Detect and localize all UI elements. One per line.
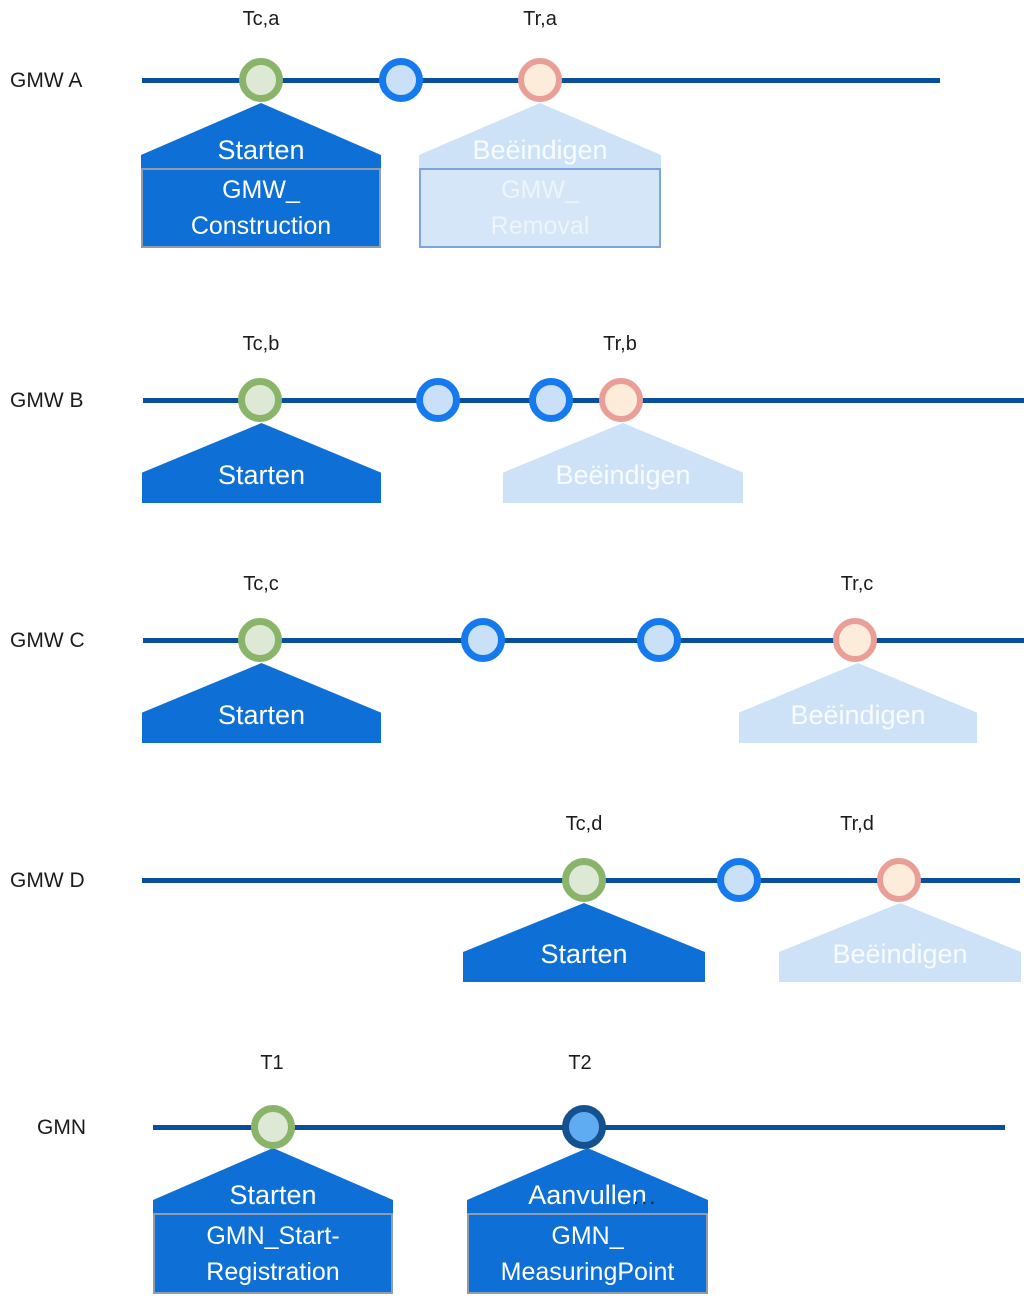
event-measuringpoint-gmn	[562, 1105, 606, 1149]
event-intermediate-gmw-a	[379, 58, 423, 102]
box-line: MeasuringPoint	[500, 1257, 675, 1286]
action-label: Beëindigen	[832, 939, 968, 969]
row-label-gmw-a: GMW A	[10, 69, 83, 92]
action-label: Starten	[540, 939, 628, 969]
action-starten-gmw-b: Starten	[142, 423, 381, 503]
action-label: Starten	[217, 700, 306, 730]
event-intermediate-2-gmw-c	[637, 618, 681, 662]
time-label-tcc: Tc,c	[243, 573, 279, 595]
action-starten-gmn: Starten	[153, 1148, 393, 1213]
event-intermediate-1-gmw-b	[416, 378, 460, 422]
event-removal-gmw-a	[518, 58, 562, 102]
event-construction-gmw-b	[238, 378, 282, 422]
timeline-gmw-b	[143, 398, 1024, 403]
event-construction-gmw-d	[562, 858, 606, 902]
box-line: GMN_Start-	[206, 1221, 340, 1250]
action-label: Beëindigen	[472, 135, 608, 165]
box-line: Registration	[206, 1257, 340, 1286]
event-start-gmn	[251, 1105, 295, 1149]
time-label-tcb: Tc,b	[242, 333, 280, 355]
box-line: GMW_	[222, 176, 300, 204]
action-aanvullen-gmn: Aanvullen	[467, 1148, 708, 1213]
row-label-gmw-c: GMW C	[10, 629, 85, 652]
action-beeindigen-gmw-c: Beëindigen	[739, 663, 977, 743]
action-starten-gmw-a: Starten	[141, 103, 381, 168]
timeline-gmw-c	[143, 638, 1024, 643]
row-label-gmw-d: GMW D	[10, 869, 85, 892]
action-label: Beëindigen	[790, 700, 926, 730]
box-line: Construction	[190, 212, 332, 240]
action-starten-gmw-c: Starten	[142, 663, 381, 743]
box-line: GMN_	[551, 1221, 624, 1250]
action-beeindigen-gmw-a: Beëindigen	[419, 103, 661, 168]
box-line: Removal	[490, 212, 590, 240]
event-removal-gmw-d	[877, 858, 921, 902]
event-intermediate-2-gmw-b	[529, 378, 573, 422]
time-label-t2: T2	[568, 1052, 592, 1074]
action-beeindigen-gmw-d: Beëindigen	[779, 903, 1021, 982]
time-label-trb: Tr,b	[603, 333, 637, 355]
more-events-ellipsis: ...	[633, 1184, 658, 1209]
event-intermediate-gmw-d	[717, 858, 761, 902]
time-label-tca: Tc,a	[242, 8, 280, 30]
time-label-tra: Tr,a	[523, 8, 557, 30]
event-construction-gmw-a	[239, 58, 283, 102]
time-label-trc: Tr,c	[840, 573, 874, 595]
box-gmw-removal: GMW_ Removal	[419, 168, 661, 248]
action-label: Starten	[229, 1180, 317, 1210]
box-line: GMW_	[501, 176, 579, 204]
action-label: Starten	[217, 135, 305, 165]
row-label-gmw-b: GMW B	[10, 389, 84, 412]
action-label: Beëindigen	[555, 460, 691, 490]
event-intermediate-1-gmw-c	[461, 618, 505, 662]
box-gmw-construction: GMW_ Construction	[141, 168, 381, 248]
event-construction-gmw-c	[238, 618, 282, 662]
time-label-t1: T1	[260, 1052, 284, 1074]
box-gmn-start-registration: GMN_Start- Registration	[153, 1213, 393, 1294]
row-label-gmn: GMN	[37, 1116, 86, 1139]
box-gmn-measuringpoint: GMN_ MeasuringPoint	[467, 1213, 708, 1294]
action-starten-gmw-d: Starten	[463, 903, 705, 982]
event-removal-gmw-c	[833, 618, 877, 662]
time-label-trd: Tr,d	[840, 813, 874, 835]
action-label: Starten	[217, 460, 306, 490]
event-removal-gmw-b	[599, 378, 643, 422]
action-label: Aanvullen	[528, 1180, 647, 1210]
action-beeindigen-gmw-b: Beëindigen	[503, 423, 743, 503]
time-label-tcd: Tc,d	[565, 813, 603, 835]
